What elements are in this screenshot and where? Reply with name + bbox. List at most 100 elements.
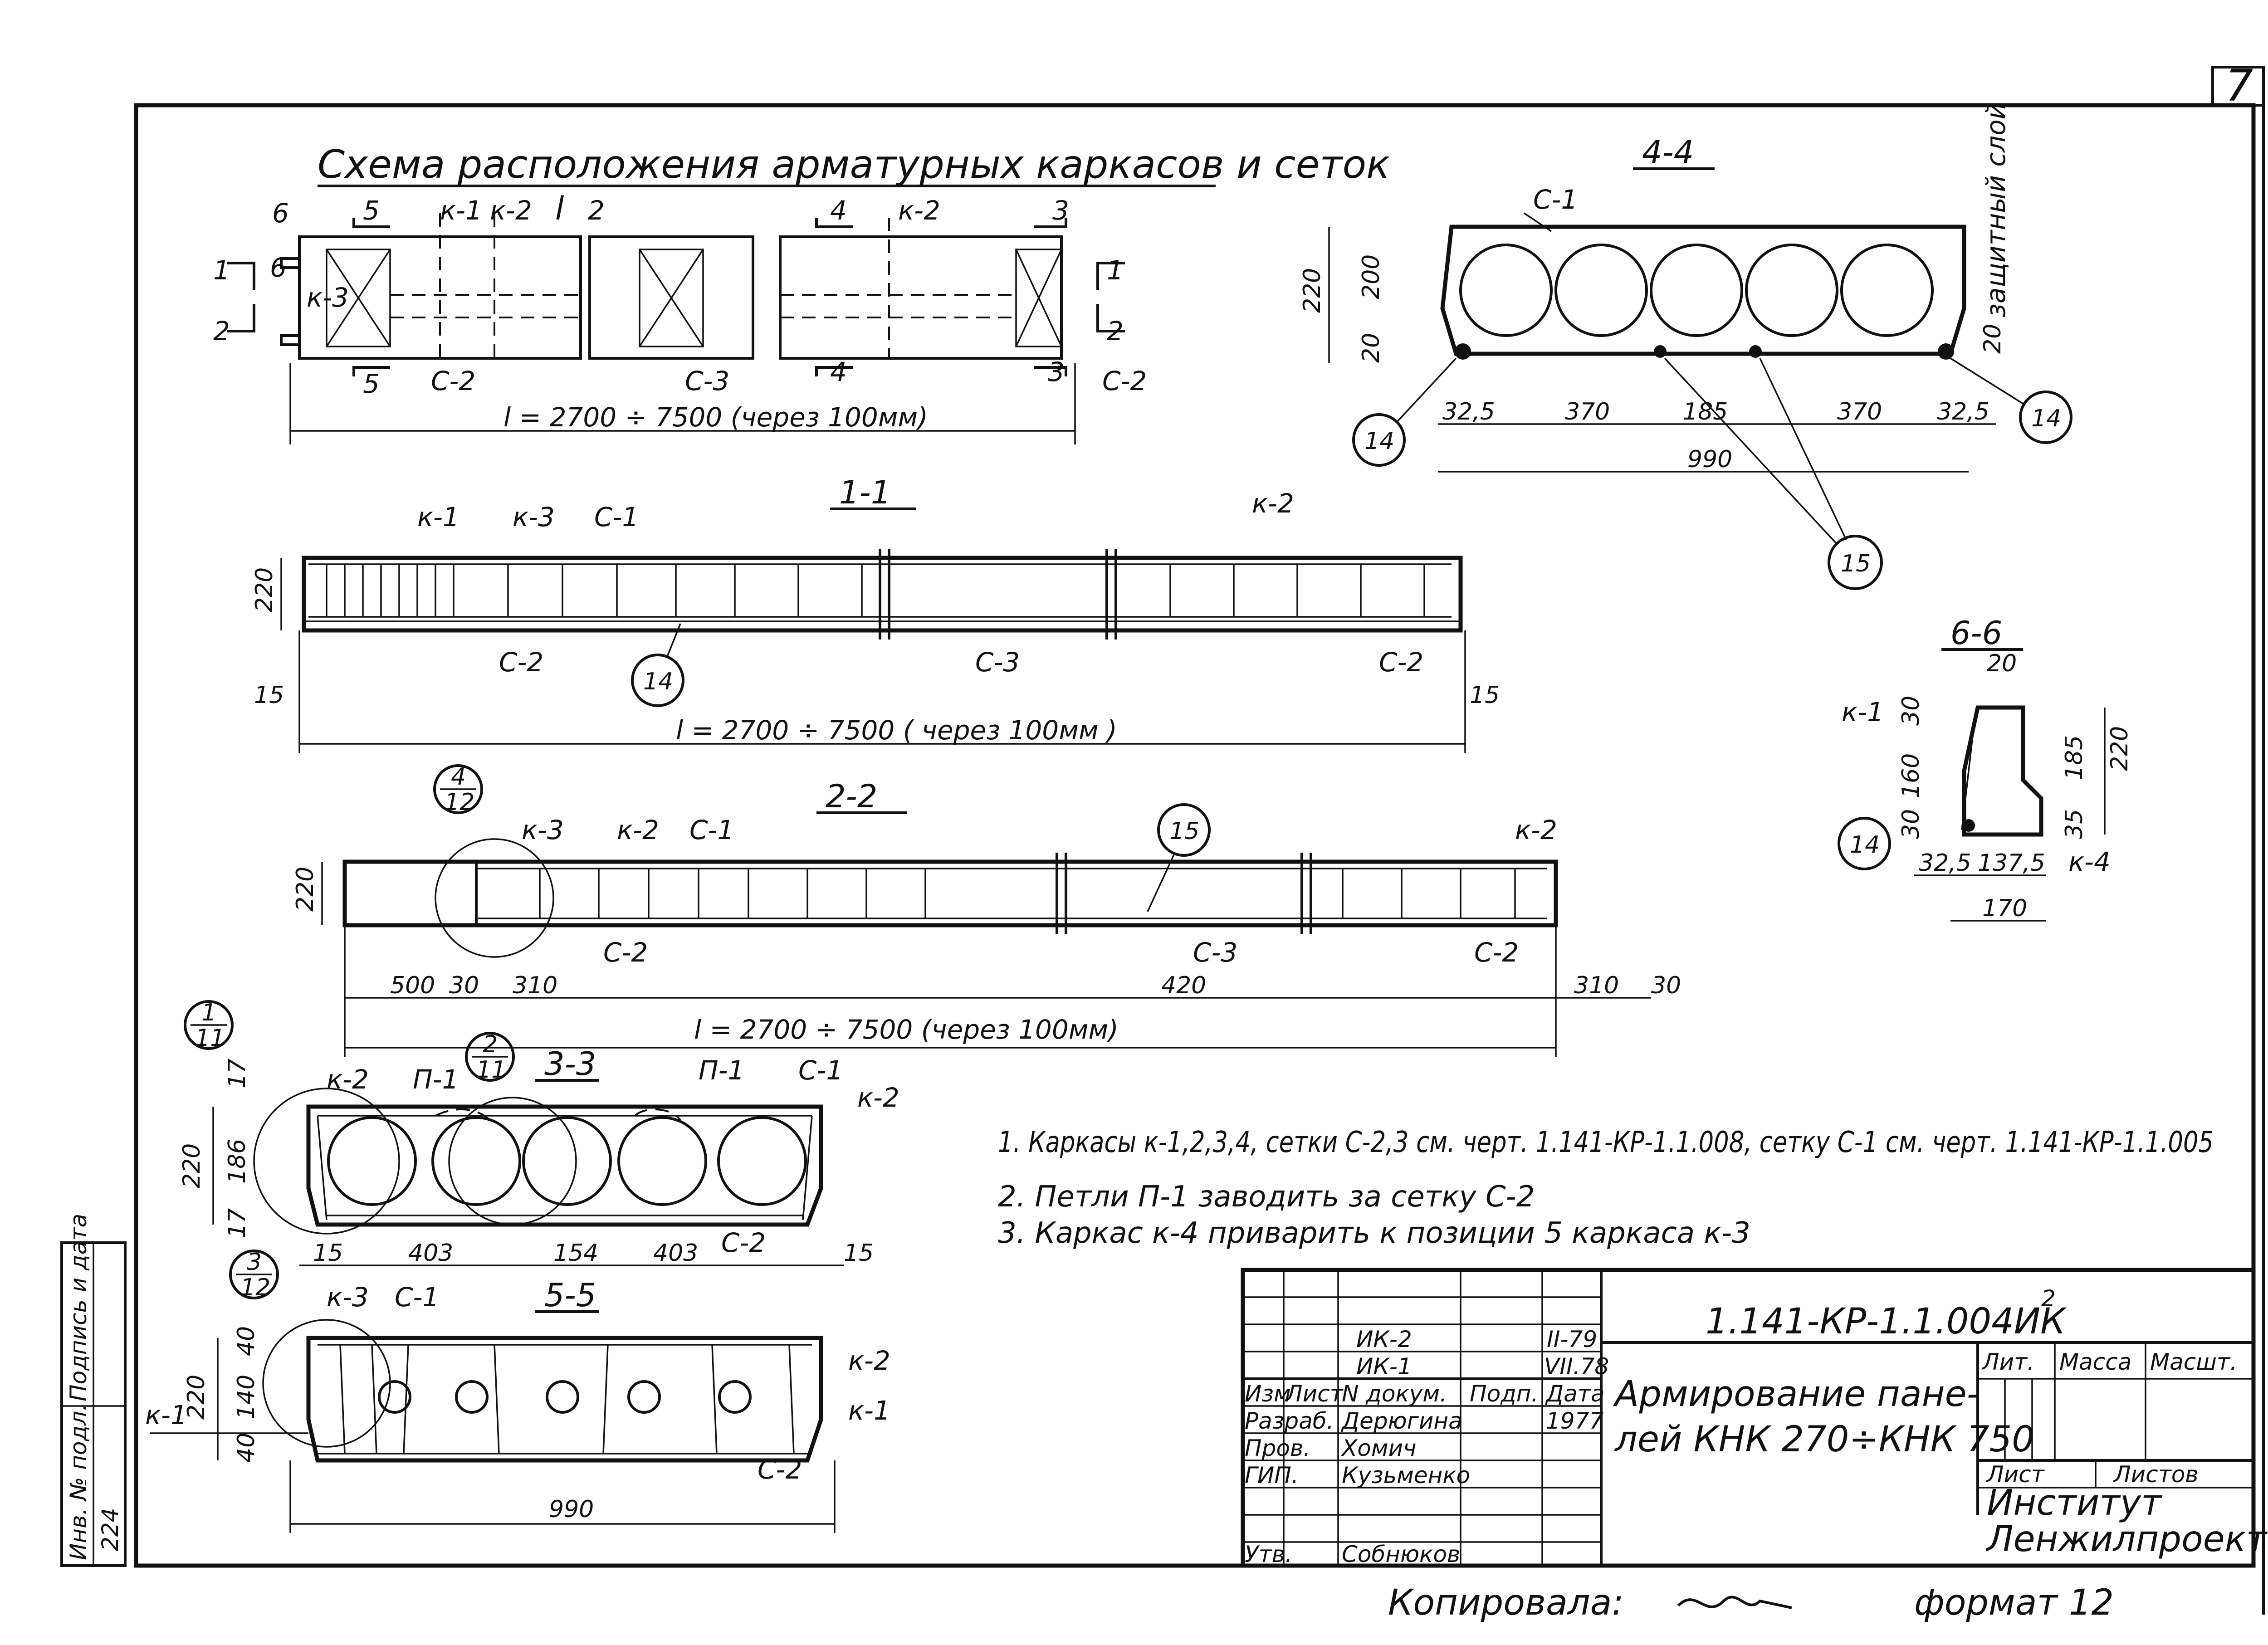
section-4-4: 4-4 С-1 защитный слой 220 200 20 20 32,5… xyxy=(1299,103,2072,590)
scheme-label: С-3 xyxy=(685,366,729,396)
sec44-h20b: 20 xyxy=(1979,324,2006,354)
sec33-title: 3-3 xyxy=(544,1045,596,1083)
sec22-label: к-2 xyxy=(1515,815,1557,845)
copied-by-label: Копировала: xyxy=(1388,1582,1624,1623)
tb-title-1: Армирование пане- xyxy=(1613,1374,1980,1415)
sec44-pos14a: 14 xyxy=(1364,428,1394,455)
sec55-h40b: 40 xyxy=(233,1433,260,1463)
sec11-label: С-1 xyxy=(594,502,639,532)
copied-by-signature xyxy=(1677,1596,1792,1609)
tb-name: Дерюгина xyxy=(1341,1408,1462,1434)
sec44-pos15: 15 xyxy=(1841,550,1871,577)
sheet-number: 7 xyxy=(2225,60,2253,111)
scheme-view: Схема расположения арматурных каркасов и… xyxy=(213,142,1390,444)
scheme-label: 2 xyxy=(1107,316,1124,347)
notes: 1. Каркасы к-1,2,3,4, сетки С-2,3 см. че… xyxy=(998,1126,2214,1250)
tb-org-2: Ленжилпроект xyxy=(1985,1519,2268,1560)
scheme-label: 5 xyxy=(363,195,380,226)
scheme-label: 6 xyxy=(272,198,289,229)
sec22-dim: 30 xyxy=(449,972,479,999)
sec11-label: к-2 xyxy=(1252,488,1294,519)
tb-head: Подп. xyxy=(1470,1381,1538,1407)
sheet-frame: 7 xyxy=(134,60,2265,1615)
sec66-dim: 32,5 xyxy=(1919,849,1971,877)
sec33-callout1-den: 11 xyxy=(195,1025,225,1052)
sec55-label: к-1 xyxy=(848,1395,890,1426)
section-2-2: 2-2 4 12 к-3 к-2 С-1 к-2 С-2 С-3 С-2 xyxy=(292,763,1681,1057)
tb-org-1: Институт xyxy=(1987,1483,2163,1523)
sec11-label: С-3 xyxy=(975,647,1020,678)
sec33-label: к-2 xyxy=(857,1082,899,1113)
tb-role: Пров. xyxy=(1245,1435,1310,1461)
sec66-width: 170 xyxy=(1982,895,2027,922)
sec55-label: к-3 xyxy=(327,1282,369,1313)
sec33-h186: 186 xyxy=(224,1139,251,1184)
sec33-label: П-1 xyxy=(699,1055,744,1086)
sec44-pos14b: 14 xyxy=(2031,405,2061,432)
scheme-label: к-2 xyxy=(490,195,532,226)
sec66-d30a: 30 xyxy=(1897,696,1925,726)
sec55-label: к-2 xyxy=(848,1345,890,1376)
sec33-label: С-1 xyxy=(798,1055,843,1086)
sec66-d35: 35 xyxy=(2061,809,2088,839)
side-stamp-sign-label: Подпись и дата xyxy=(65,1214,92,1401)
tb-head: Лист xyxy=(1285,1381,1344,1407)
sec44-width: 990 xyxy=(1687,446,1732,473)
side-stamp-inv-value: 224 xyxy=(97,1508,123,1551)
sec66-d30b: 30 xyxy=(1897,809,1925,839)
tb-name: Кузьменко xyxy=(1342,1462,1470,1489)
scheme-label: 3 xyxy=(1052,195,1069,226)
sec33-dim: 403 xyxy=(408,1240,453,1267)
tb-role: ГИП. xyxy=(1245,1462,1299,1489)
scheme-title: Схема расположения арматурных каркасов и… xyxy=(318,142,1390,187)
sec11-label: к-1 xyxy=(417,502,459,532)
sec22-callout-den: 12 xyxy=(445,789,474,816)
sec55-callout-num: 3 xyxy=(247,1249,262,1276)
sec33-dim: 403 xyxy=(653,1240,698,1267)
tb-rev2-date: II-79 xyxy=(1547,1326,1597,1352)
sec44-c1: С-1 xyxy=(1533,184,1578,215)
sec66-title: 6-6 xyxy=(1950,615,2002,652)
scheme-label: 4 xyxy=(830,195,847,226)
sec66-k4: к-4 xyxy=(2068,846,2111,877)
sec55-label: С-2 xyxy=(758,1454,802,1485)
sec66-pos14: 14 xyxy=(1850,831,1880,859)
sec55-h220: 220 xyxy=(183,1375,210,1420)
scheme-length: l = 2700 ÷ 7500 (через 100мм) xyxy=(503,402,928,433)
title-block: 1.141-КР-1.1.004ИК 2 ИК-2 II-79 ИК-1 VII… xyxy=(1241,1268,2268,1568)
sec22-title: 2-2 xyxy=(826,778,877,815)
sec44-dim: 370 xyxy=(1837,398,1882,425)
sec22-length: l = 2700 ÷ 7500 (через 100мм) xyxy=(694,1014,1119,1045)
sec55-label: С-1 xyxy=(395,1282,439,1313)
sec33-callout2-num: 2 xyxy=(483,1031,498,1058)
tb-role: Разраб. xyxy=(1245,1408,1334,1434)
sec66-d160: 160 xyxy=(1897,753,1925,798)
tb-rev2: ИК-2 xyxy=(1356,1326,1412,1352)
tb-date1: 1977 xyxy=(1546,1408,1603,1434)
sec22-dim: 310 xyxy=(1574,972,1619,999)
scheme-label: 1 xyxy=(213,255,230,286)
sec55-label: к-1 xyxy=(145,1400,187,1430)
tb-mass: Масса xyxy=(2059,1349,2131,1375)
sec11-title: 1-1 xyxy=(839,474,891,511)
sec33-dim: 154 xyxy=(553,1240,598,1267)
sec33-h220: 220 xyxy=(178,1143,205,1188)
sec55-h140: 140 xyxy=(233,1375,260,1420)
sec22-label: С-2 xyxy=(1474,937,1519,968)
sec22-label: С-2 xyxy=(603,937,648,968)
tb-list: Лист xyxy=(1986,1461,2045,1488)
scheme-label: С-2 xyxy=(431,366,475,396)
tb-rev1: ИК-1 xyxy=(1356,1353,1412,1380)
tb-rev1-date: VII.78 xyxy=(1544,1353,1609,1380)
sec11-d15a: 15 xyxy=(254,682,284,709)
sec55-h40a: 40 xyxy=(233,1326,260,1356)
sec22-label: С-3 xyxy=(1193,937,1237,968)
sec22-callout-num: 4 xyxy=(451,763,466,791)
sec44-dim: 32,5 xyxy=(1442,398,1495,425)
format-label: формат 12 xyxy=(1914,1582,2114,1623)
sec44-title: 4-4 xyxy=(1642,134,1694,171)
sec33-dim: 15 xyxy=(844,1240,874,1267)
sec22-pos15: 15 xyxy=(1169,818,1199,845)
note-3: 3. Каркас к-4 приварить к позиции 5 карк… xyxy=(998,1216,1750,1250)
sec22-dim: 30 xyxy=(1651,972,1681,999)
